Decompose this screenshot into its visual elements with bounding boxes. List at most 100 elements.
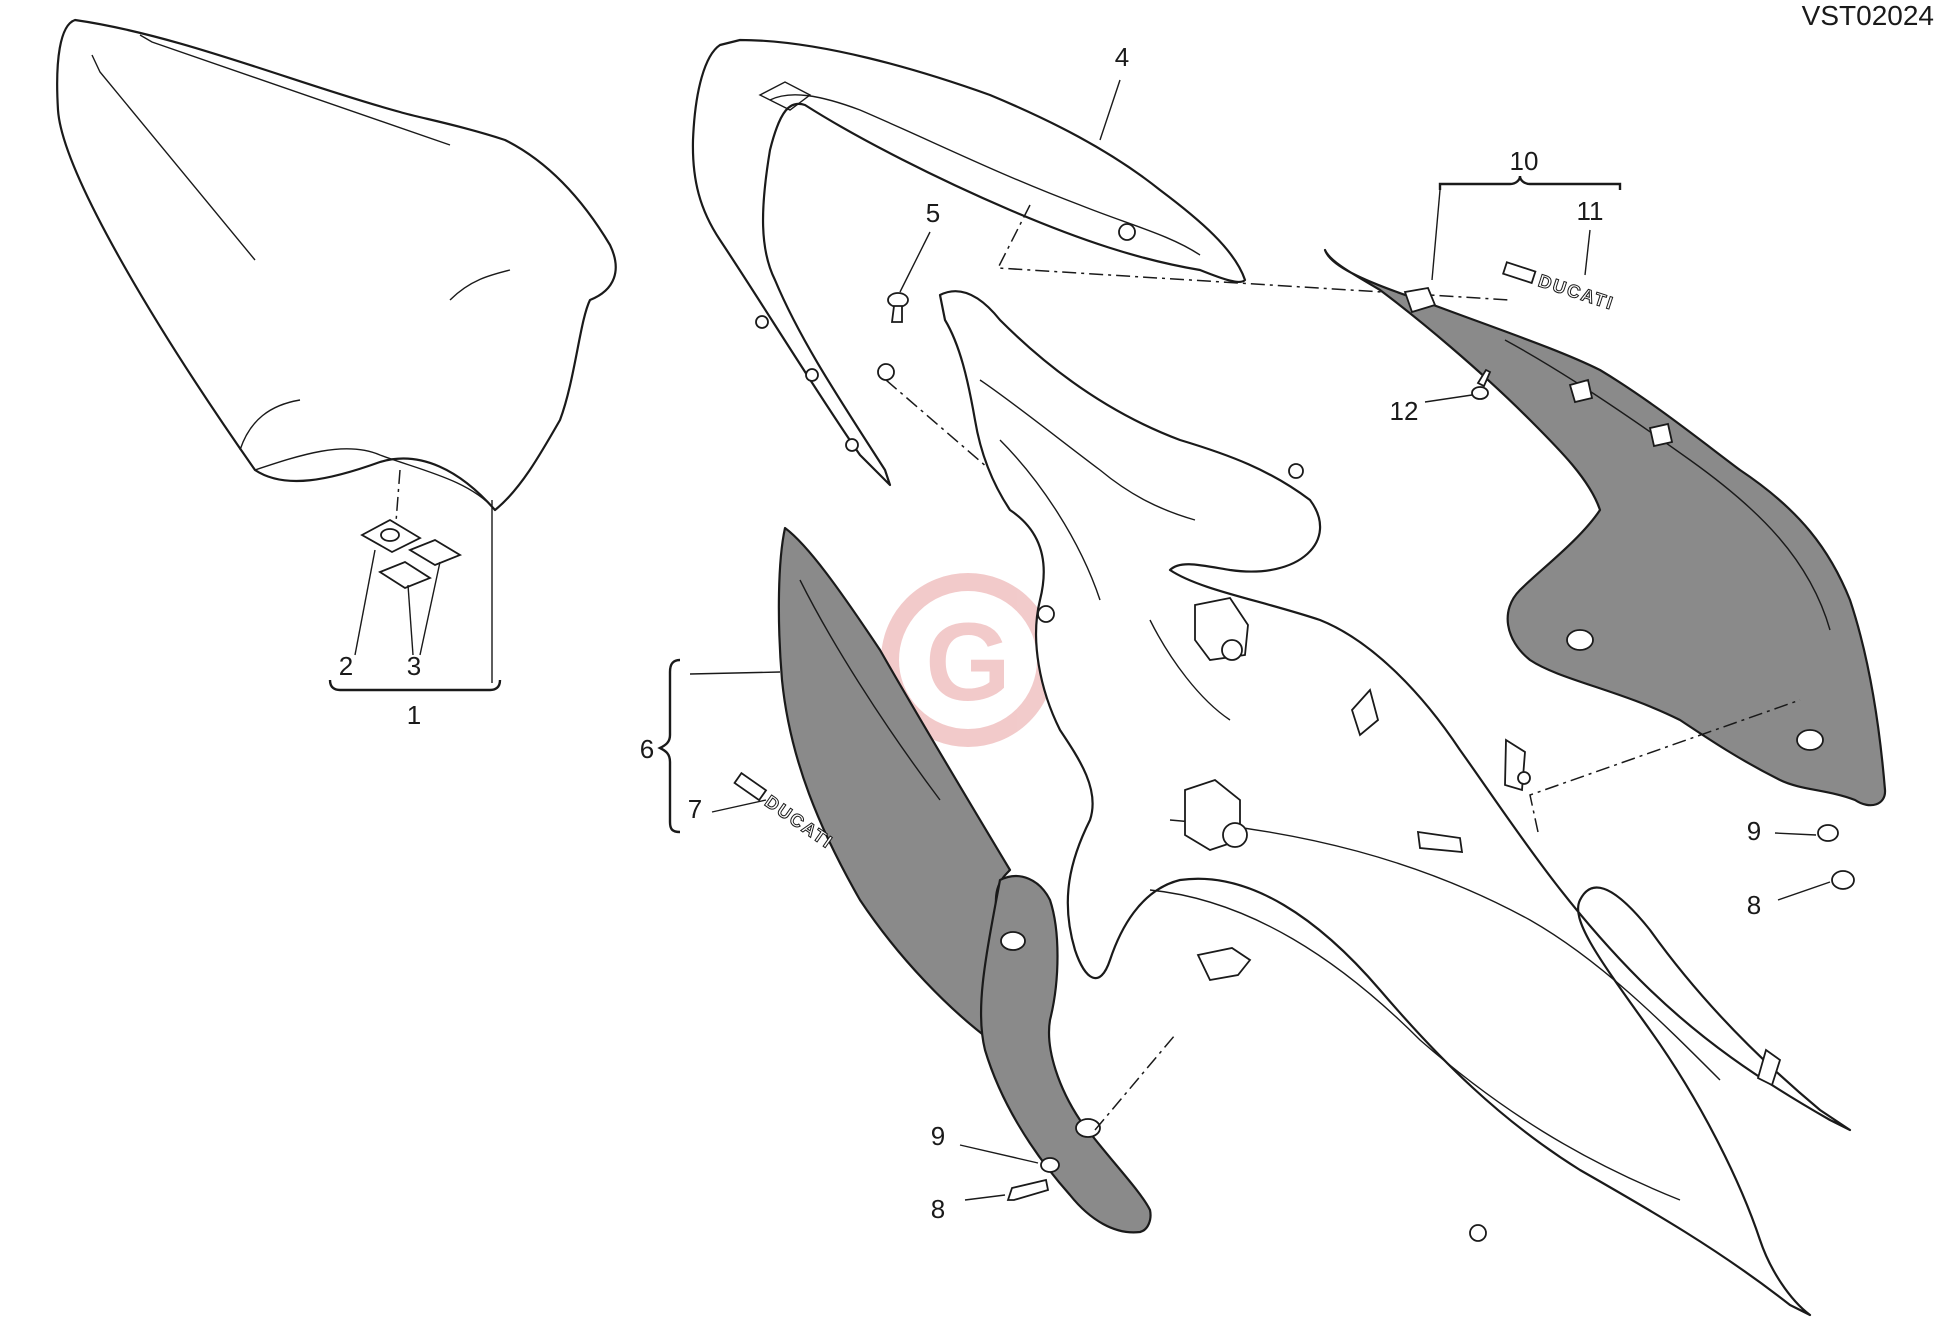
washer-9-left: [1040, 1157, 1060, 1173]
callout-5: 5: [926, 198, 940, 228]
right-panel-boss-front: [1566, 629, 1594, 651]
screw-12-head: [1471, 386, 1489, 400]
drawing-code: VST02024: [1801, 0, 1934, 31]
leader-7: [711, 799, 767, 813]
seat-shape: [56, 18, 617, 512]
leader-9-right: [1774, 832, 1817, 836]
subframe-grille: [1416, 830, 1464, 854]
leader-2: [354, 549, 376, 656]
callout-11: 11: [1577, 196, 1604, 226]
left-panel-boss-lower: [1075, 1118, 1101, 1138]
decal-11-text: DUCATI: [1536, 271, 1617, 314]
seat-assembly: [56, 18, 617, 692]
callout-9-left: 9: [931, 1121, 945, 1151]
leader-9-left: [959, 1144, 1039, 1164]
subframe-lower-rail: [1149, 889, 1681, 1201]
seat-contour: [239, 269, 511, 451]
rear-subframe: [938, 290, 1852, 1317]
right-panel-clip: [1403, 286, 1437, 314]
leader-6: [689, 671, 781, 675]
callout-9-right: 9: [1747, 816, 1761, 846]
leader-12: [1424, 394, 1473, 403]
right-panel-boss-rear: [1796, 729, 1824, 751]
subframe-mount-bolt: [1222, 822, 1248, 848]
seat-stripe-inner: [139, 34, 451, 146]
grab-handle-inner: [769, 94, 1201, 256]
leader-11: [1584, 229, 1591, 276]
seat-pad-hole: [380, 528, 400, 542]
grab-handle-mount-1: [755, 315, 769, 329]
seat-seam: [254, 448, 496, 511]
screw-8-right-head: [1831, 870, 1855, 890]
leader-8-left: [964, 1194, 1006, 1201]
bracket-10: [1438, 175, 1622, 190]
left-panel-lower: [979, 875, 1152, 1234]
subframe-connector-lower: [1196, 947, 1252, 982]
callout-4: 4: [1115, 42, 1129, 72]
left-panel-boss-upper: [1000, 931, 1026, 951]
decal-7-stripe: [733, 771, 768, 802]
grab-handle-tab: [758, 81, 812, 111]
leader-8-right: [1777, 881, 1831, 901]
leader-4: [1099, 79, 1121, 141]
right-panel-tab-b: [1648, 422, 1674, 448]
callout-6: 6: [640, 734, 654, 764]
callout-8-right: 8: [1747, 890, 1761, 920]
callout-8-left: 8: [931, 1194, 945, 1224]
decal-11: DUCATI: [1502, 261, 1617, 314]
right-side-panel: [1323, 175, 1887, 833]
grab-handle-mount-3: [845, 438, 859, 452]
screw-5: [887, 231, 931, 323]
right-panel-fix-axis: [1529, 699, 1801, 833]
callout-3: 3: [407, 651, 421, 681]
subframe-inner: [999, 439, 1231, 721]
seat-stripe-outer: [91, 54, 256, 261]
callout-1: 1: [407, 700, 421, 730]
callout-2: 2: [339, 651, 353, 681]
grab-handle-hole-front: [877, 363, 895, 381]
fastener-set-left: [959, 1144, 1060, 1201]
watermark-letter: G: [925, 601, 1011, 724]
grab-handle-hole-rear: [1118, 223, 1136, 241]
screw-12-shank: [1476, 368, 1492, 388]
grab-handle-shape: [691, 38, 1247, 487]
screw-5-head: [887, 292, 909, 308]
subframe-hole-top: [1288, 463, 1304, 479]
subframe-tab-right: [1350, 688, 1380, 737]
leader-10: [1431, 189, 1441, 281]
left-side-panel: [689, 526, 1176, 1234]
subframe-tail-tab: [1756, 1048, 1782, 1087]
subframe-upper-rail: [979, 379, 1196, 521]
leader-3b: [407, 584, 414, 656]
grab-handle-mount-2: [805, 368, 819, 382]
left-panel-crease: [799, 579, 941, 801]
bracket-6: [657, 658, 681, 834]
screw-12: [1424, 368, 1492, 403]
right-panel-shape: [1323, 248, 1887, 807]
callout-7: 7: [688, 794, 702, 824]
subframe-hole-tail: [1469, 1224, 1487, 1242]
screw-8-left: [1006, 1178, 1050, 1201]
leader-3a: [419, 561, 441, 656]
seat-fix-axis: [395, 469, 401, 523]
handle-fix-axis-rear: [996, 204, 1511, 301]
seat-pad-3b: [378, 560, 432, 590]
callout-10: 10: [1510, 146, 1539, 176]
washer-9-right: [1817, 824, 1839, 842]
bracket-1: [328, 679, 502, 692]
decal-11-stripe: [1502, 261, 1537, 285]
callout-12: 12: [1390, 396, 1419, 426]
subframe-hanger: [1169, 819, 1721, 1081]
subframe-shape: [938, 290, 1852, 1317]
subframe-latch-bolt: [1221, 639, 1243, 661]
fastener-set-right: [1774, 824, 1855, 901]
subframe-hole-rear: [1517, 771, 1531, 785]
right-panel-tab-a: [1568, 378, 1594, 404]
left-panel-fix-axis: [1094, 1034, 1176, 1131]
subframe-hole-mid: [1037, 605, 1055, 623]
right-panel-inner-rim: [1504, 339, 1831, 631]
screw-5-shank: [890, 305, 903, 323]
leader-5: [899, 231, 931, 293]
seat-pad-3a: [407, 538, 463, 567]
